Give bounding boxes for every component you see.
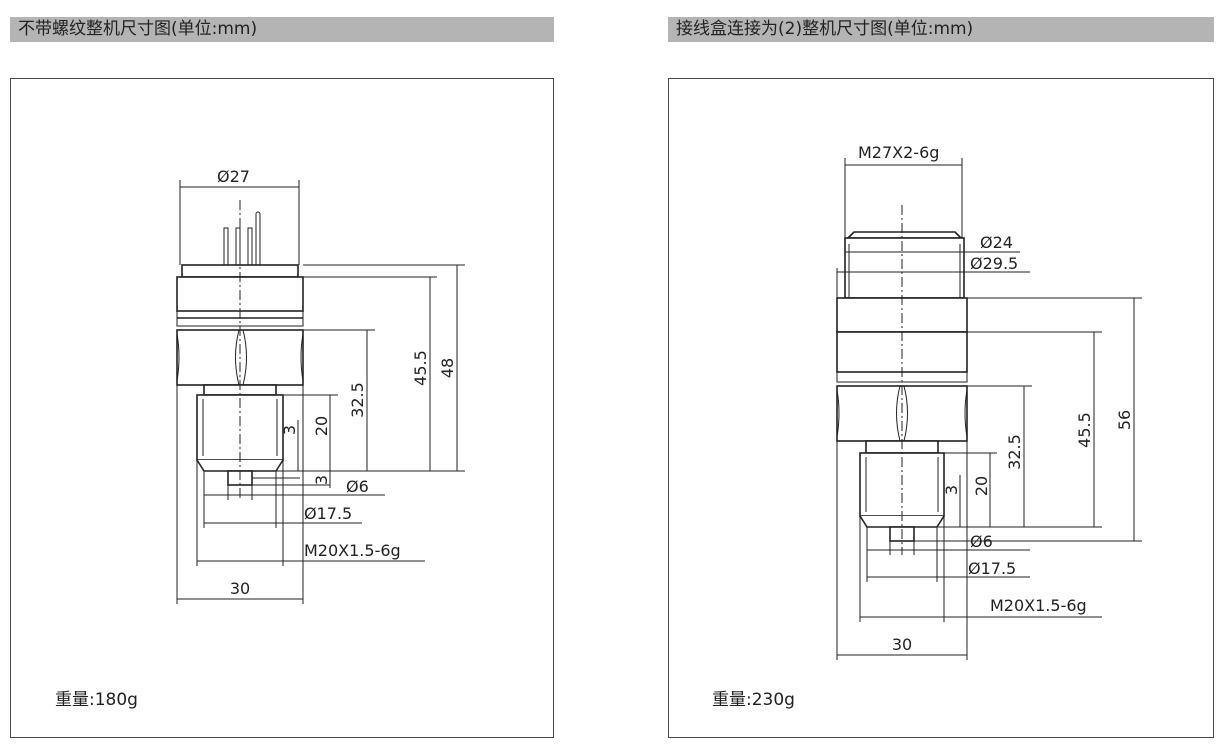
dim-h3a: 3 — [280, 425, 299, 435]
pin — [223, 227, 229, 267]
dim-dia17-5: Ø17.5 — [968, 559, 1016, 578]
pin — [247, 227, 253, 267]
dim-h3: 3 — [942, 485, 961, 495]
dim-dia6: Ø6 — [346, 477, 369, 496]
dim-thread-top: M27X2-6g — [858, 143, 939, 162]
left-weight: 重量:180g — [55, 690, 138, 710]
pin — [235, 227, 241, 267]
dim-h3b: 3 — [312, 475, 331, 485]
dim-dia6: Ø6 — [970, 532, 993, 551]
right-weight: 重量:230g — [712, 690, 795, 710]
dim-h32-5: 32.5 — [1005, 434, 1024, 470]
dim-h45-5: 45.5 — [1075, 412, 1094, 448]
dim-h56: 56 — [1115, 410, 1134, 430]
dim-h48: 48 — [438, 358, 457, 378]
dim-h32-5: 32.5 — [348, 382, 367, 418]
dim-thread: M20X1.5-6g — [990, 596, 1087, 615]
dim-h20: 20 — [312, 416, 331, 436]
junction-box-top — [844, 237, 965, 299]
dim-h45-5: 45.5 — [411, 350, 430, 386]
right-dimension-drawing: M27X2-6g Ø24 Ø29.5 56 45.5 32.5 20 3 Ø6 … — [836, 143, 1142, 660]
dim-w30: 30 — [230, 579, 250, 598]
left-dimension-drawing: Ø27 48 45.5 32.5 20 3 3 Ø6 Ø17.5 M20X1.5… — [176, 167, 465, 604]
right-panel-title: 接线盒连接为(2)整机尺寸图(单位:mm) — [668, 17, 1214, 42]
dim-dia27: Ø27 — [217, 167, 250, 186]
dim-thread: M20X1.5-6g — [304, 541, 401, 560]
dim-dia29-5: Ø29.5 — [970, 254, 1018, 273]
left-panel-title: 不带螺纹整机尺寸图(单位:mm) — [10, 17, 554, 42]
dim-h20: 20 — [972, 476, 991, 496]
pin-ground — [255, 211, 261, 266]
dim-dia17-5: Ø17.5 — [304, 504, 352, 523]
dim-w30: 30 — [892, 635, 912, 654]
dim-dia24: Ø24 — [980, 233, 1013, 252]
